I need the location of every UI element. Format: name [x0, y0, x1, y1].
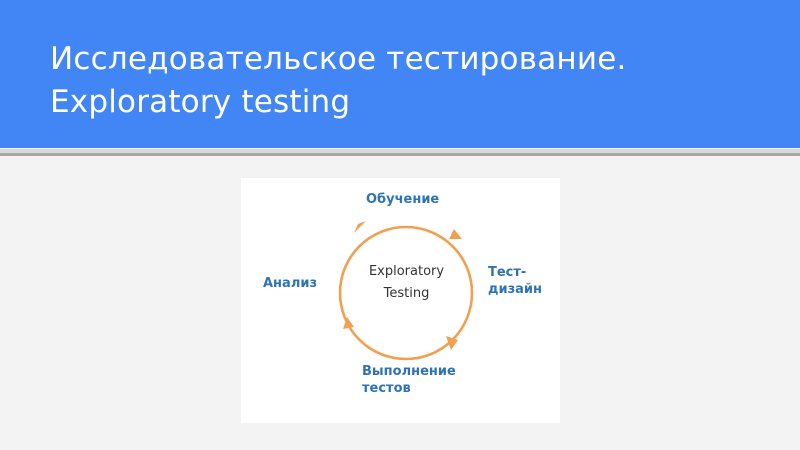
slide-title: Исследовательское тестирование. Explorat…: [50, 38, 627, 124]
stage-test-design-line-2: дизайн: [488, 282, 543, 297]
stage-label-analysis: Анализ: [263, 275, 317, 292]
stage-label-test-design: Тест- дизайн: [488, 264, 542, 298]
stage-learning-text: Обучение: [366, 192, 440, 207]
exploratory-cycle-diagram: Exploratory Testing Обучение Тест- дизай…: [241, 178, 560, 423]
stage-label-test-execution: Выполнение тестов: [362, 363, 456, 397]
stage-analysis-text: Анализ: [263, 276, 317, 291]
cycle-arrow-top-right: [449, 229, 462, 239]
cycle-center-label: Exploratory Testing: [344, 261, 469, 305]
cycle-arrow-bottom-right: [446, 336, 458, 350]
slide-title-line-2: Exploratory testing: [50, 84, 351, 120]
stage-test-execution-line-1: Выполнение: [362, 364, 456, 379]
slide-title-line-1: Исследовательское тестирование.: [50, 41, 627, 77]
header-divider-light: [0, 149, 800, 153]
slide-header: Исследовательское тестирование. Explorat…: [0, 0, 800, 148]
cycle-svg: [338, 221, 474, 361]
cycle-arrow-bottom-left: [343, 317, 354, 329]
stage-test-execution-line-2: тестов: [362, 381, 411, 396]
center-label-line-1: Exploratory: [368, 264, 445, 279]
cycle-circle: [338, 225, 474, 361]
header-divider-dark: [0, 153, 800, 156]
cycle-arrow-top-left: [354, 221, 366, 233]
center-label-line-2: Testing: [383, 286, 430, 301]
stage-label-learning: Обучение: [366, 191, 439, 208]
stage-test-design-line-1: Тест-: [488, 265, 527, 280]
